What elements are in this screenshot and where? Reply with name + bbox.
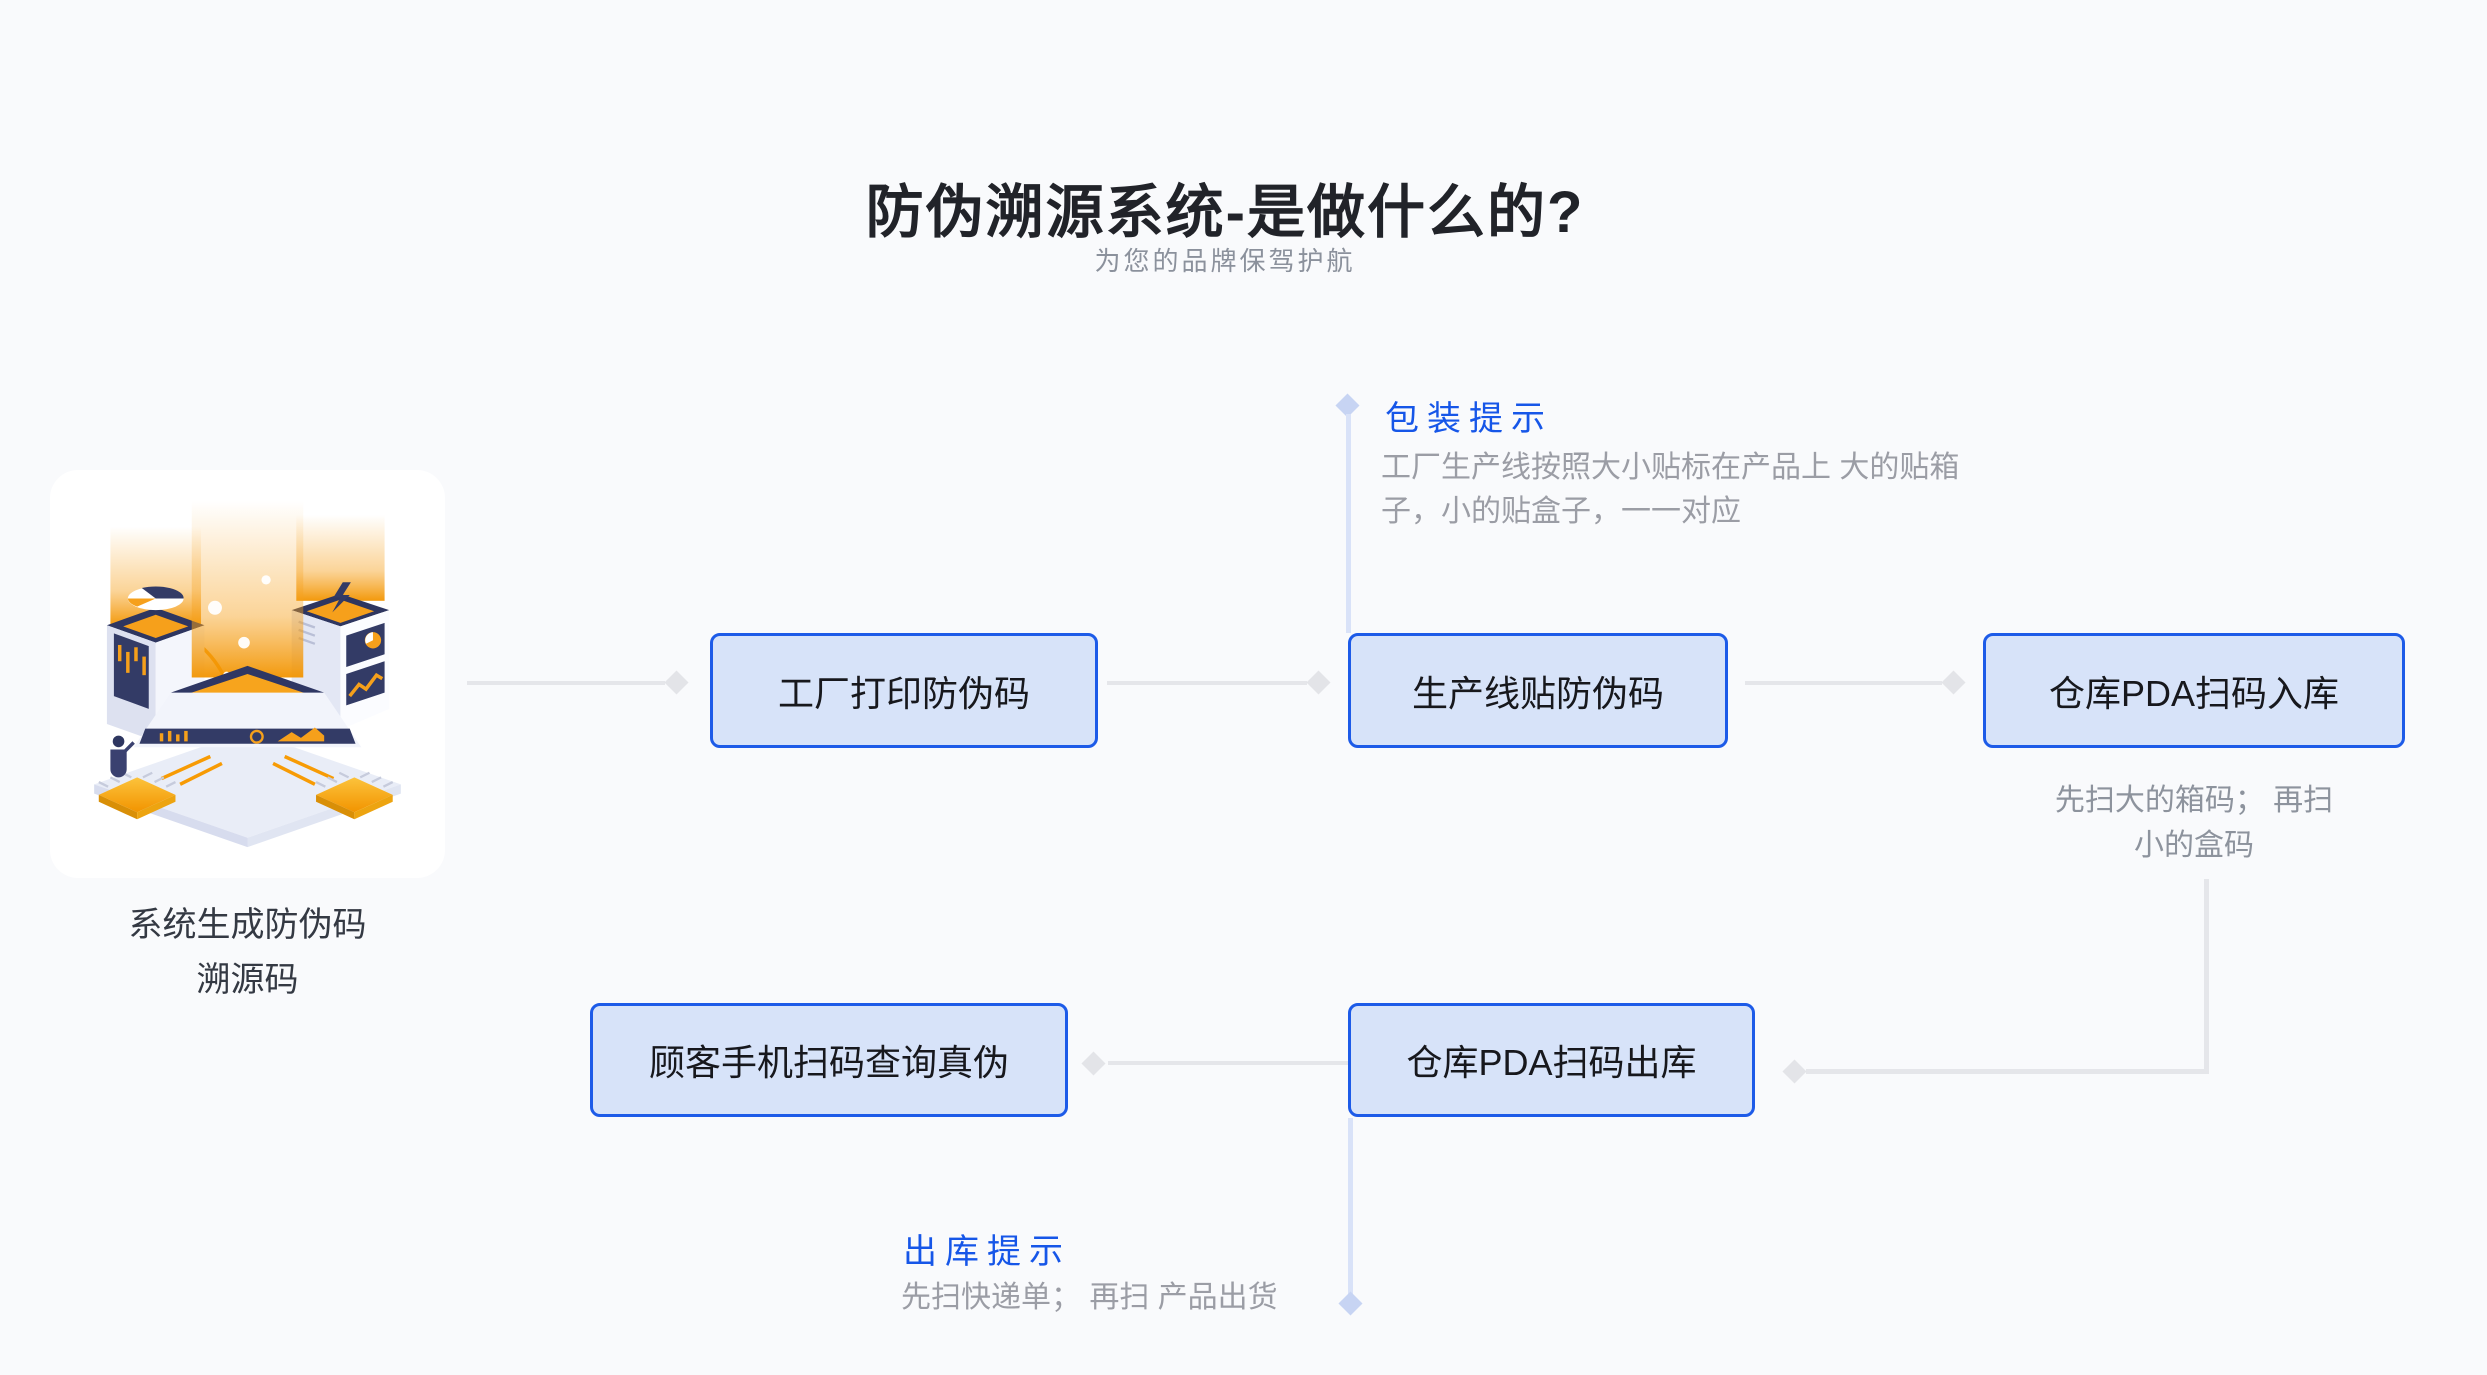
flow-node-customer-verify: 顾客手机扫码查询真伪 bbox=[590, 1003, 1068, 1117]
arrow-diamond-icon bbox=[1306, 670, 1331, 695]
flow-node-label: 仓库PDA扫码入库 bbox=[2048, 672, 2340, 714]
center-pedestal-icon bbox=[133, 500, 362, 748]
packaging-tip-body: 工厂生产线按照大小贴标在产品上 大的贴箱 子，小的贴盒子，一一对应 bbox=[1381, 451, 1960, 528]
page-title: 防伪溯源系统-是做什么的? bbox=[865, 179, 1585, 245]
chip-icon bbox=[98, 771, 176, 820]
flow-node-label: 顾客手机扫码查询真伪 bbox=[648, 1042, 1009, 1083]
connector-line bbox=[1745, 681, 1942, 685]
outbound-tip-title: 出库提示 bbox=[903, 1233, 1071, 1271]
person-icon bbox=[110, 735, 135, 778]
connector-line-vertical bbox=[2204, 879, 2209, 1069]
connector-line bbox=[1108, 1061, 1348, 1065]
right-server-icon bbox=[291, 514, 390, 730]
illustration-card bbox=[50, 470, 445, 878]
flow-node-label: 生产线贴防伪码 bbox=[1411, 672, 1664, 714]
outbound-tip-body: 先扫快递单； 再扫 产品出货 bbox=[901, 1281, 1278, 1314]
arrow-diamond-icon bbox=[664, 670, 689, 695]
arrow-diamond-icon bbox=[1941, 670, 1966, 695]
servers-illustration bbox=[94, 500, 401, 848]
illustration-caption: 系统生成防伪码 溯源码 bbox=[128, 906, 367, 999]
flow-node-label: 工厂打印防伪码 bbox=[777, 672, 1030, 714]
arrow-diamond-icon bbox=[1782, 1059, 1807, 1084]
connector-line bbox=[467, 681, 665, 685]
flow-node-warehouse-outbound: 仓库PDA扫码出库 bbox=[1348, 1003, 1755, 1117]
flow-node-factory-print: 工厂打印防伪码 bbox=[710, 633, 1098, 748]
connector-line bbox=[1107, 681, 1307, 685]
flow-node-label: 仓库PDA扫码出库 bbox=[1406, 1042, 1697, 1083]
connector-line bbox=[1806, 1069, 2209, 1074]
arrow-diamond-icon bbox=[1081, 1051, 1106, 1076]
chip-icon bbox=[315, 771, 394, 820]
inbound-scan-note: 先扫大的箱码； 再扫 小的盒码 bbox=[2054, 784, 2334, 862]
annotation-leader-line bbox=[1346, 414, 1351, 633]
annotation-leader-line bbox=[1348, 1118, 1353, 1295]
page-subtitle: 为您的品牌保驾护航 bbox=[1094, 246, 1356, 276]
left-server-icon bbox=[106, 526, 205, 742]
flow-node-production-line: 生产线贴防伪码 bbox=[1348, 633, 1728, 748]
flow-node-warehouse-inbound: 仓库PDA扫码入库 bbox=[1983, 633, 2405, 748]
packaging-tip-title: 包装提示 bbox=[1385, 400, 1553, 438]
